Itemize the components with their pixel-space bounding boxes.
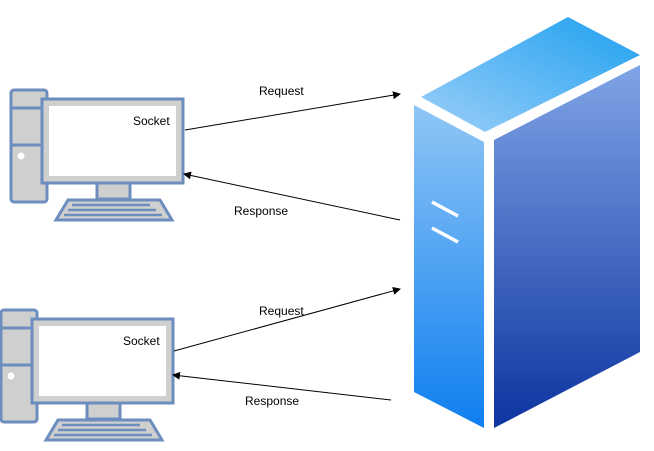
- request-arrow-2: [173, 286, 401, 352]
- server: [414, 17, 640, 428]
- screen-label: Socket: [123, 334, 160, 348]
- response-arrow-1: [183, 171, 401, 221]
- client-computer-2: Socket: [0, 308, 175, 442]
- client-computer-1: Socket: [9, 88, 185, 222]
- power-led: [7, 372, 15, 380]
- power-led: [17, 152, 25, 160]
- monitor-screen: [39, 326, 166, 396]
- response-label-2: Response: [245, 394, 299, 408]
- server-front-face: [414, 105, 484, 428]
- server-top-face: [421, 17, 640, 132]
- server-side-face: [494, 65, 640, 428]
- request-arrow-1: [184, 91, 401, 131]
- response-label-1: Response: [234, 204, 288, 218]
- request-label-1: Request: [259, 84, 304, 98]
- monitor-screen: [49, 106, 176, 176]
- server-vent-1: [431, 200, 459, 218]
- request-label-2: Request: [259, 304, 304, 318]
- screen-label: Socket: [133, 114, 170, 128]
- server-vent-2: [431, 226, 459, 244]
- response-arrow-2: [172, 371, 392, 401]
- connections: [172, 91, 401, 401]
